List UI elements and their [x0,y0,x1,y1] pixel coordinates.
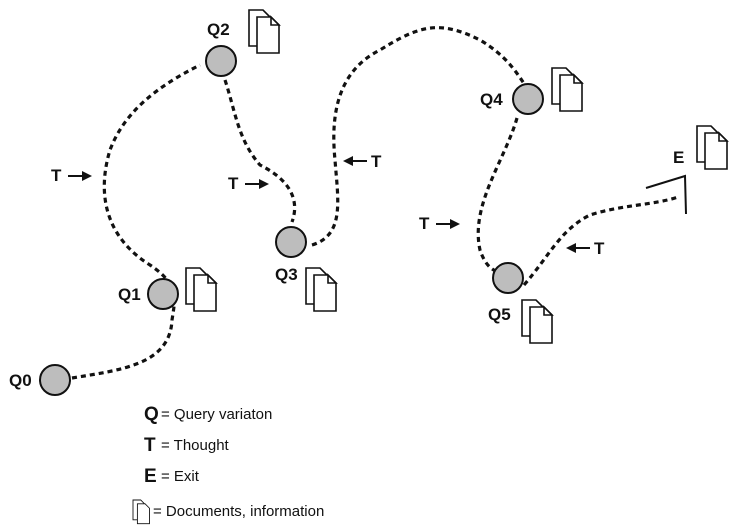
legend: Q = Query variaton T = Thought E = Exit … [132,404,324,525]
legend-key-t: T [144,435,156,456]
arrow-right-icon [67,170,93,182]
node-q5 [492,262,524,294]
arrow-right-icon [435,218,461,230]
node-q1 [147,278,179,310]
documents-icon [185,267,217,312]
legend-key-q: Q [144,404,159,425]
documents-icon [305,267,337,312]
legend-documents-icon [132,499,150,525]
legend-text-q: = Query variaton [161,406,272,423]
thought-label: T [371,152,382,171]
label-q3: Q3 [275,265,298,284]
documents-icon [696,125,728,170]
label-q2: Q2 [207,20,230,39]
node-q4 [512,83,544,115]
search-path [71,26,679,380]
label-q1: Q1 [118,285,141,304]
exit-marker [645,174,687,215]
label-q5: Q5 [488,305,511,324]
arrow-left-icon [342,155,368,167]
node-q2 [205,45,237,77]
documents-icon [551,67,583,112]
node-q0 [39,364,71,396]
label-exit: E [673,148,684,167]
documents-icon [521,299,553,344]
label-q0: Q0 [9,371,32,390]
thought-label: T [594,239,605,258]
label-q4: Q4 [480,90,503,109]
arrow-left-icon [565,242,591,254]
legend-key-e: E [144,466,157,487]
legend-text-e: = Exit [161,468,200,485]
thought-label: T [419,214,430,233]
documents-icon [248,9,280,54]
thought-label: T [228,174,239,193]
node-q3 [275,226,307,258]
legend-text-documents: = Documents, information [153,503,324,520]
legend-text-t: = Thought [161,437,230,454]
thought-label: T [51,166,62,185]
arrow-right-icon [244,178,270,190]
